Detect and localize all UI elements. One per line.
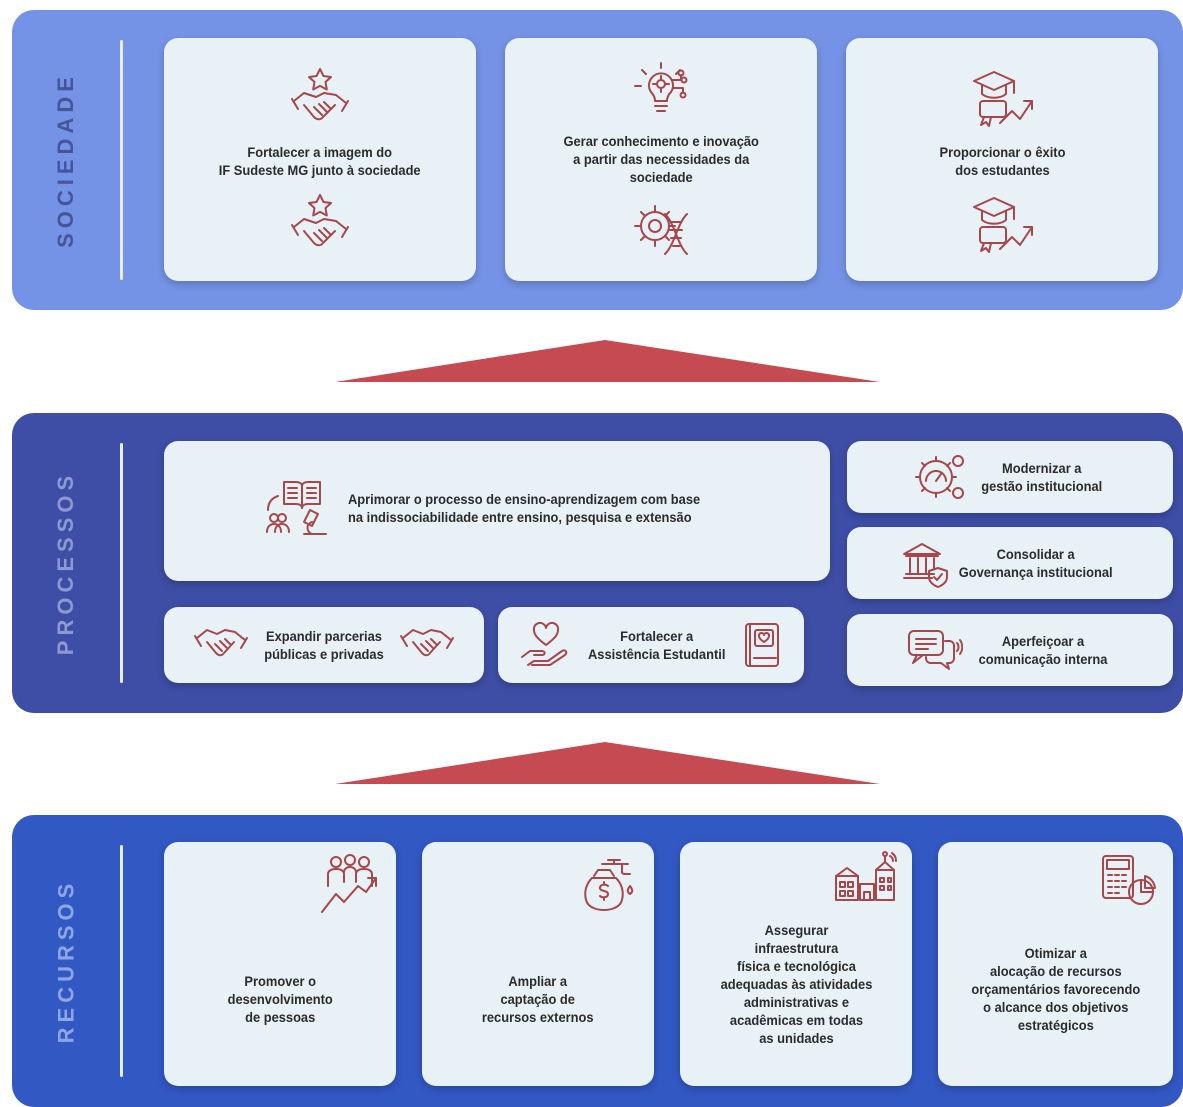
calculator-chart-icon [1097,852,1157,910]
buildings-icon [834,850,898,904]
heart-book-icon [740,620,784,670]
objective-card-fortalecer-imagem: Fortalecer a imagem do IF Sudeste MG jun… [164,38,476,281]
book-microscope-icon [264,476,332,540]
sociedade-label: SOCIEDADE [53,72,79,248]
objective-card-governanca: Consolidar a Governança institucional [847,527,1173,599]
recursos-divider [120,845,123,1077]
upward-arrow [0,340,1183,384]
objective-card-assistencia: Fortalecer a Assistência Estudantil [498,607,804,683]
objective-text: Proporcionar o êxito dos estudantes [939,143,1065,178]
objective-card-ensino-aprendizagem: Aprimorar o processo de ensino-aprendiza… [164,441,830,581]
objective-card-desenvolvimento-pessoas: Promover o desenvolvimento de pessoas [164,842,396,1086]
institution-shield-icon [900,538,950,588]
sociedade-band: SOCIEDADE Fortalecer a imagem do IF Sude… [12,10,1183,310]
objective-card-parcerias: Expandir parcerias públicas e privadas [164,607,484,683]
objective-text: Promover o desenvolvimento de pessoas [227,973,333,1025]
objective-card-recursos-orcamentarios: Otimizar a alocação de recursos orçament… [938,842,1173,1086]
people-growth-icon [316,854,380,914]
objective-text: Otimizar a alocação de recursos orçament… [971,945,1140,1033]
sociedade-divider [120,40,123,280]
objective-card-comunicacao: Aperfeiçoar a comunicação interna [847,614,1173,686]
heart-hand-icon [518,621,574,669]
handshake-icon [399,622,455,668]
graduation-growth-icon [970,65,1034,129]
gears-gauge-icon [912,451,968,503]
handshake-star-icon [288,65,352,129]
objective-text: Fortalecer a imagem do IF Sudeste MG jun… [219,143,421,178]
handshake-star-icon [288,191,352,255]
processos-band: PROCESSOS Aprimorar o processo de ensino… [12,413,1183,713]
recursos-band: RECURSOS Promover o desenvolvimento de p… [12,815,1183,1107]
objective-text: Assegurar infraestrutura física e tecnol… [720,922,872,1046]
objective-card-infraestrutura: Assegurar infraestrutura física e tecnol… [680,842,912,1086]
objective-text: Aprimorar o processo de ensino-aprendiza… [347,491,700,525]
objective-card-gerar-conhecimento: Gerar conhecimento e inovação a partir d… [505,38,817,281]
objective-card-modernizar-gestao: Modernizar a gestão institucional [847,441,1173,513]
objective-text: Ampliar a captação de recursos externos [482,973,594,1025]
processos-divider [120,443,123,683]
objective-card-captacao-recursos: Ampliar a captação de recursos externos [422,842,654,1086]
processos-label: PROCESSOS [53,470,78,656]
objective-text: Fortalecer a Assistência Estudantil [588,628,726,662]
lightbulb-gear-icon [629,60,693,124]
objective-text: Consolidar a Governança institucional [959,546,1113,580]
objective-text: Gerar conhecimento e inovação a partir d… [563,132,759,185]
upward-arrow [0,742,1183,786]
objective-text: Expandir parcerias públicas e privadas [264,628,384,662]
graduation-growth-icon [970,191,1034,255]
objective-card-exito-estudantes: Proporcionar o êxito dos estudantes [846,38,1158,281]
recursos-label: RECURSOS [53,878,78,1044]
objective-text: Aperfeiçoar a comunicação interna [978,633,1108,667]
objective-text: Modernizar a gestão institucional [981,460,1103,494]
chat-bubbles-icon [907,627,963,673]
handshake-icon [193,622,249,668]
money-bag-faucet-icon [578,854,638,914]
gear-dna-icon [629,196,693,260]
